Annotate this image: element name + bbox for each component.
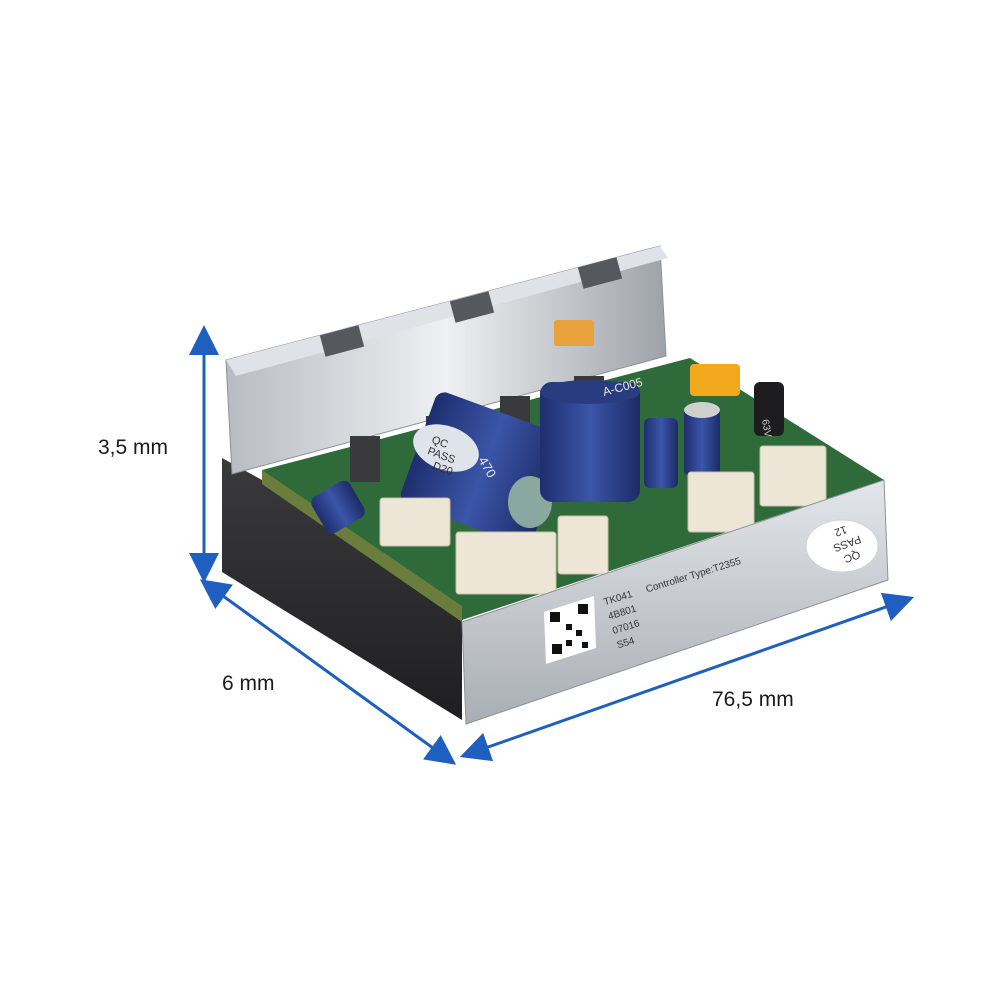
capacitor-small-blue xyxy=(311,480,365,534)
label-line: S54 xyxy=(616,635,637,651)
capacitor-small xyxy=(684,406,720,476)
depth-dimension-label: 6 mm xyxy=(222,672,275,695)
width-arrow xyxy=(459,592,915,762)
qc-pass-sticker: QC PASS 12 xyxy=(805,519,879,573)
bracket-notch xyxy=(449,291,495,323)
xt-connector xyxy=(690,364,740,396)
sticker-text: QC xyxy=(842,548,862,565)
height-dimension-label: 3,5 mm xyxy=(98,436,169,459)
sticker-text: 12 xyxy=(833,523,849,538)
white-connector xyxy=(759,445,827,507)
capacitor-black xyxy=(754,382,784,436)
white-connector xyxy=(687,471,755,533)
depth-arrow xyxy=(199,579,457,765)
front-aluminium-plate xyxy=(461,479,889,725)
dimension-arrows xyxy=(189,325,915,765)
sticker-text: QC xyxy=(430,434,450,451)
bracket-notch xyxy=(577,257,623,289)
mosfet xyxy=(350,436,380,482)
white-connector xyxy=(557,515,609,575)
controller-body: QC PASS D20 470 A-C005 63V xyxy=(222,245,889,725)
pcb-edge xyxy=(262,470,462,622)
yellow-component xyxy=(554,320,594,346)
capacitor-large-right xyxy=(540,380,640,502)
capacitor-small xyxy=(644,418,678,488)
capacitor-small-top xyxy=(684,402,720,418)
bracket-notch xyxy=(319,325,365,357)
small-cap-marking: 63V xyxy=(759,419,773,439)
white-connector xyxy=(455,531,557,595)
width-dimension-label: 76,5 mm xyxy=(712,688,794,711)
dark-side-panel xyxy=(222,458,462,720)
qr-code xyxy=(544,596,596,664)
heatsink-bracket-back xyxy=(225,245,667,475)
white-connector xyxy=(379,497,451,547)
